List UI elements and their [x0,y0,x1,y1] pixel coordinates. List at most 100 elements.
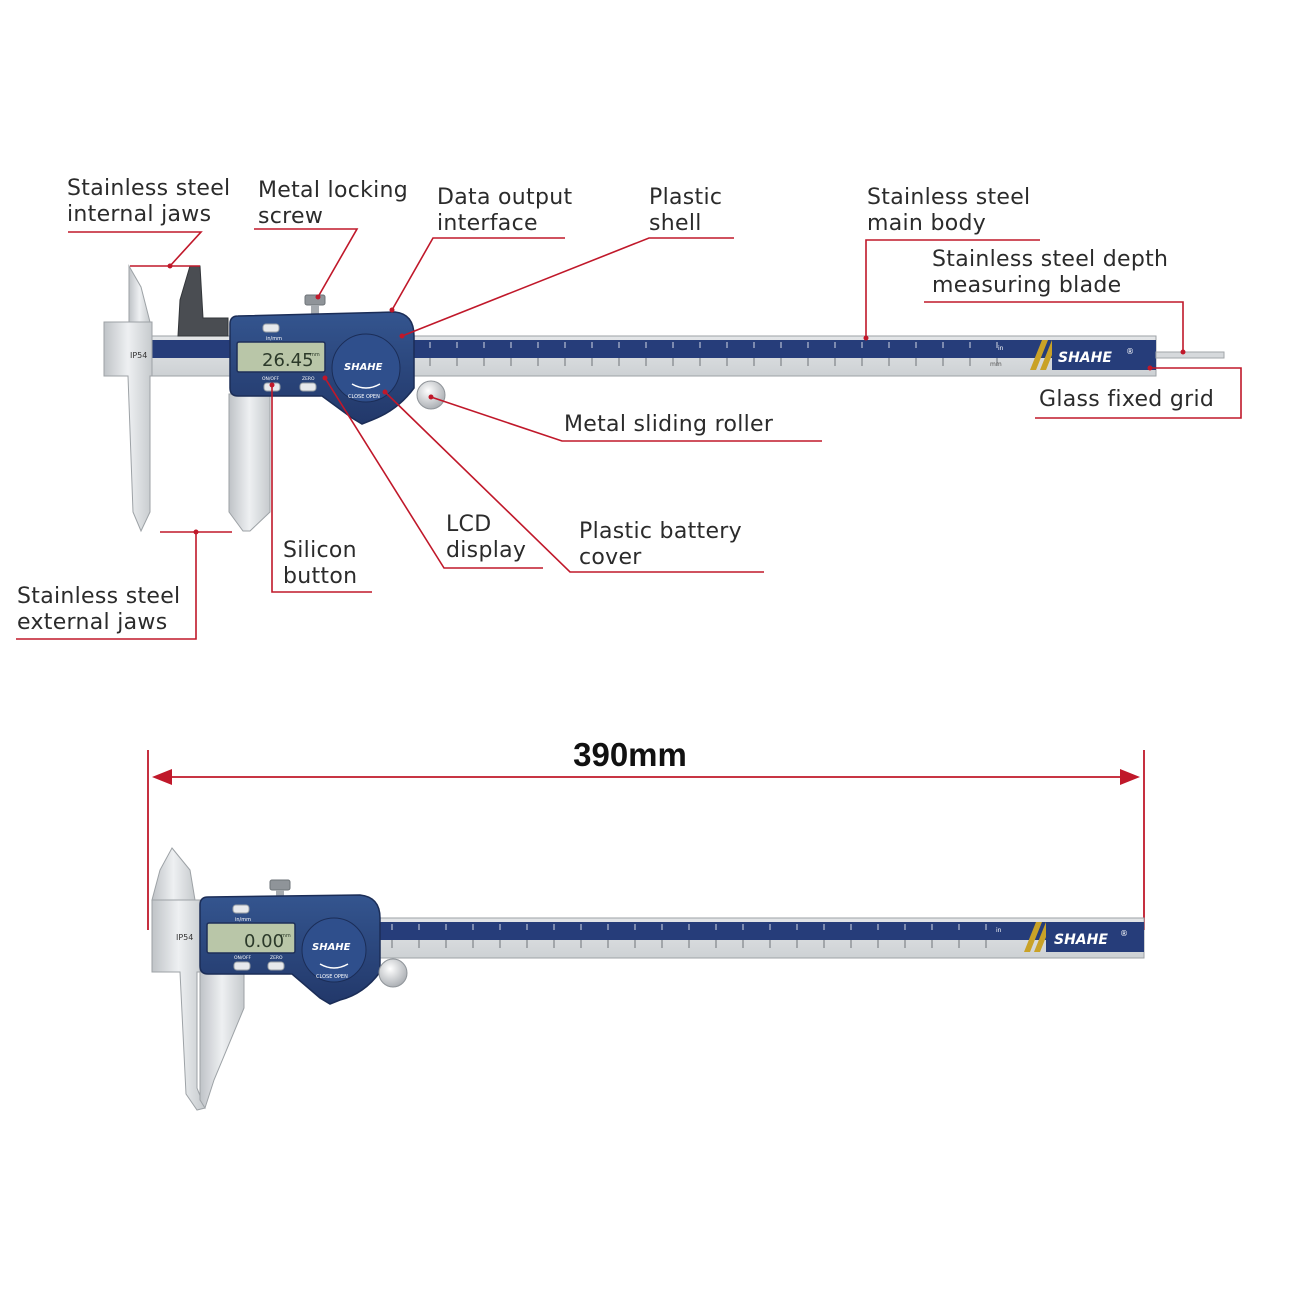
label-depth-blade: Stainless steel depth measuring blade [932,247,1168,299]
label-line: internal jaws [67,202,212,227]
label-external-jaws: Stainless steel external jaws [17,584,180,636]
fixed-jaw-top [103,321,153,533]
dimension-arrow-right [1120,769,1140,785]
leader-glass-grid [1035,367,1242,419]
lcd-top [236,341,326,373]
zero-button-top[interactable] [299,382,317,392]
ip-rating-bottom: IP54 [176,933,193,942]
label-line: Data output [437,185,573,210]
label-line: Stainless steel [867,185,1031,210]
leader-battery-cover [384,391,764,573]
label-line: shell [649,211,702,236]
battery-arrow-bottom [319,963,349,969]
dimension-length-label: 390mm [573,736,687,773]
label-line: main body [867,211,987,236]
lcd-unit-top: mm [310,352,320,358]
unit-toggle-label-bottom: in/mm [235,917,251,923]
close-open-label-bottom: CLOSE OPEN [316,974,348,980]
leader-depth-blade [924,301,1184,352]
label-line: Metal locking [258,178,409,203]
label-lcd-display: LCD display [446,512,526,564]
label-sliding-roller: Metal sliding roller [564,412,773,438]
scale-ticks-bottom [391,924,987,948]
brand-logo-bottom: SHAHE [1054,932,1108,948]
in-label-bottom: in [996,927,1002,934]
label-internal-jaws: Stainless steel internal jaws [67,176,230,228]
sliding-roller-bottom[interactable] [378,958,408,988]
brand-plate-top [1052,340,1156,370]
zero-label-top: ZERO [302,376,315,382]
locking-screw-bottom [269,879,291,891]
leader-silicon-button [271,385,372,593]
label-line: LCD [446,512,492,537]
mm-label-top: mm [990,361,1002,368]
internal-jaw-sliding-top [177,265,229,337]
label-line: button [283,564,358,589]
label-data-output: Data output interface [437,185,572,237]
gold-stripe [1024,922,1042,952]
label-line: display [446,538,527,563]
brand-plate-bottom [1046,922,1144,952]
label-locking-screw: Metal locking screw [258,178,408,230]
leader-data-output [391,237,565,311]
label-battery-cover: Plastic battery cover [579,519,742,571]
leader-locking-screw [254,228,359,298]
label-line: Stainless steel depth [932,247,1169,272]
lcd-reading-bottom: 0.00 [244,931,284,952]
label-line: Plastic battery [579,519,742,544]
toggle-button-top[interactable] [262,323,280,333]
internal-jaw-fixed-bottom [151,847,196,901]
label-line: interface [437,211,538,236]
registered-mark-bottom: ® [1120,929,1128,938]
label-line: Silicon [283,538,357,563]
logo-plate-bottom [301,917,367,983]
zero-button-bottom[interactable] [267,961,285,971]
locking-screw-stem [311,305,319,317]
dimension-marker [147,750,1145,930]
depth-blade-top [1155,351,1225,359]
brand-logo-housing-top: SHAHE [344,362,383,373]
onoff-button-bottom[interactable] [233,961,251,971]
onoff-label-top: ON/OFF [262,376,280,382]
label-line: measuring blade [932,273,1122,298]
locking-screw-top [304,294,326,306]
dimension-arrow-left [152,769,172,785]
label-line: Metal sliding roller [564,412,774,437]
onoff-label-bottom: ON/OFF [234,955,252,961]
registered-mark-top: ® [1126,347,1134,356]
close-open-label-top: CLOSE OPEN [348,394,380,400]
brand-logo-housing-bottom: SHAHE [312,942,351,953]
leader-lcd-display [324,377,543,569]
label-line: Stainless steel [17,584,181,609]
locking-screw-stem [276,890,284,900]
leader-lines [16,228,1242,640]
toggle-button-bottom[interactable] [232,904,250,914]
label-line: Plastic [649,185,723,210]
gold-stripe [1030,340,1048,370]
label-line: external jaws [17,610,168,635]
lcd-bottom [206,922,296,954]
label-main-body: Stainless steel main body [867,185,1030,237]
label-glass-grid: Glass fixed grid [1039,387,1214,413]
leader-internal-jaws [68,231,203,267]
sliding-jaw-bottom [199,971,245,1110]
leader-main-body [865,239,1040,338]
label-line: Stainless steel [67,176,231,201]
label-line: screw [258,204,324,229]
label-line: Glass fixed grid [1039,387,1215,412]
battery-arrow-top [351,383,381,389]
sliding-jaw-top [228,393,271,532]
label-silicon-button: Silicon button [283,538,357,590]
caliper-top: SHAHE ® in mm IP54 SHAHE CLOSE OP [103,264,1225,533]
lcd-unit-bottom: mm [281,933,291,939]
leader-plastic-shell [401,237,734,337]
label-plastic-shell: Plastic shell [649,185,722,237]
caliper-bottom: SHAHE ® in IP54 SHAHE CLOSE OPEN 0.00 mm… [151,847,1145,1111]
scale-ticks-top [429,342,998,366]
lcd-reading-top: 26.45 [262,350,314,371]
ip-rating-top: IP54 [130,351,147,360]
leader-sliding-roller [430,396,822,442]
zero-label-bottom: ZERO [270,955,283,961]
